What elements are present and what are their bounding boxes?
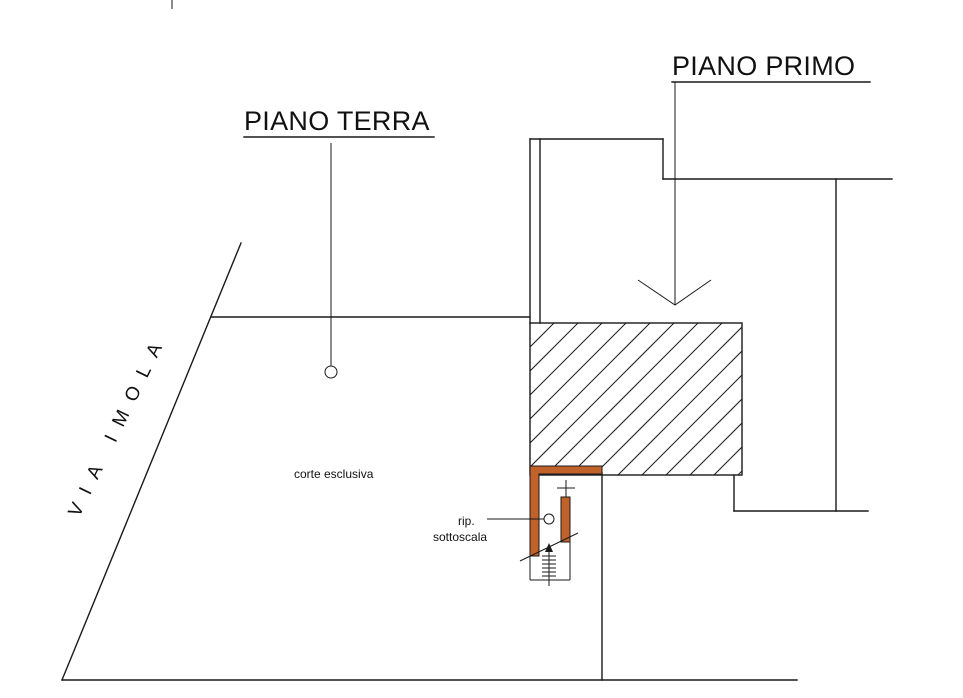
courtyard-label: corte esclusiva <box>294 467 374 481</box>
hatch-line <box>530 323 555 348</box>
ground-floor-title: PIANO TERRA <box>244 106 430 136</box>
storage-label-line1: rip. <box>458 514 475 528</box>
hatch-pattern <box>530 323 963 475</box>
stair-storage-area <box>487 465 603 586</box>
street-name-label: VIA IMOLA <box>65 329 172 520</box>
hatch-line <box>737 470 742 475</box>
hatch-line <box>530 323 603 396</box>
first-floor-leader-arrowhead <box>637 279 712 306</box>
hatched-block <box>529 322 963 476</box>
hatch-line <box>617 350 742 475</box>
hatch-line <box>786 323 938 475</box>
hatch-line <box>762 323 914 475</box>
stair-partition-colored <box>560 496 571 543</box>
hatch-line <box>530 323 579 372</box>
hatch-line <box>569 323 723 475</box>
storage-label-line2: sottoscala <box>433 530 487 544</box>
street-edge-line <box>61 242 242 681</box>
ground-floor-label-group: PIANO TERRA <box>243 106 435 379</box>
hatch-line <box>545 323 699 475</box>
hatch-line <box>641 374 742 475</box>
hatch-line <box>530 323 627 420</box>
hatch-line <box>713 446 742 475</box>
stair-steps <box>542 555 556 577</box>
storage-leader-dot <box>543 513 555 525</box>
hatch-line <box>530 323 531 324</box>
first-floor-label-group: PIANO PRIMO <box>637 51 871 306</box>
hatch-line <box>530 323 651 444</box>
hatch-line <box>858 323 963 475</box>
ground-floor-leader-dot <box>324 365 338 379</box>
building-walls <box>529 138 893 512</box>
hatch-line <box>593 326 742 475</box>
hatch-line <box>810 323 962 475</box>
hatch-line <box>689 422 742 475</box>
hatch-line <box>665 398 742 475</box>
hatch-line <box>834 323 963 475</box>
hatch-line <box>530 323 675 468</box>
hatch-line <box>882 323 963 475</box>
stair-up-arrow-icon <box>545 543 553 552</box>
hatched-block-outline <box>529 322 743 476</box>
courtyard-outline <box>61 242 798 681</box>
first-floor-title: PIANO PRIMO <box>672 51 855 81</box>
